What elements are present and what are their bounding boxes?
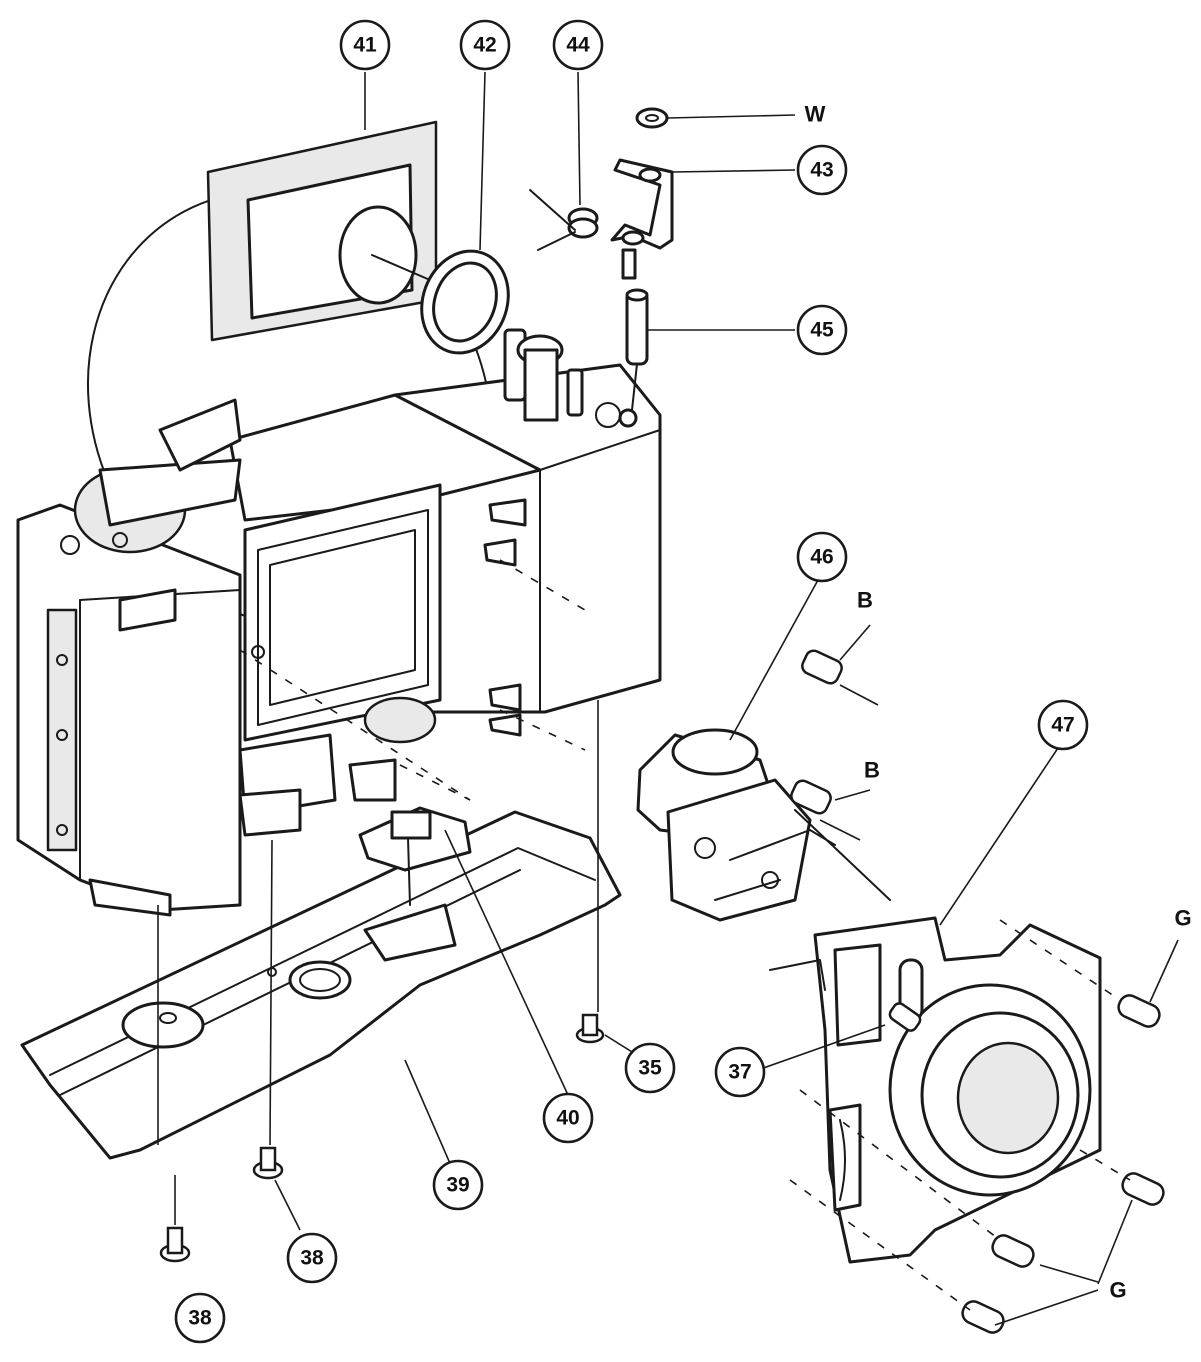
part-w-washer [635,107,669,129]
callout-47: 47 [1037,699,1089,751]
callout-44-label: 44 [566,34,590,57]
callout-43-label: 43 [810,159,833,182]
label-b-lower: B [864,758,880,783]
callout-38-middle: 38 [286,1232,338,1284]
callout-38-bottom-label: 38 [188,1307,212,1330]
label-g-lower: G [1109,1278,1126,1303]
part-47-lens-mount-plate [769,916,1102,1264]
callout-39-label: 39 [446,1174,469,1197]
callout-47-label: 47 [1051,714,1074,737]
callout-41: 41 [339,19,391,71]
callout-40: 40 [542,1092,594,1144]
part-42-ring [420,249,510,355]
callout-45-label: 45 [810,319,834,342]
callout-41-label: 41 [353,34,377,57]
part-43-bracket [610,158,674,280]
screws [159,649,1165,1334]
part-39-bottom-plate [20,810,622,1160]
part-40-latch [358,806,472,906]
callout-35-label: 35 [638,1057,662,1080]
callout-44: 44 [552,19,604,71]
label-g-upper: G [1174,906,1191,931]
callout-38-bottom: 38 [174,1292,226,1344]
part-41-focusing-screen [206,120,438,342]
callout-43: 43 [796,144,848,196]
callout-39: 39 [432,1159,484,1211]
callout-37: 37 [714,1046,766,1098]
callout-42-label: 42 [473,34,496,57]
callout-46-label: 46 [810,546,833,569]
callout-46: 46 [796,531,848,583]
callout-35: 35 [624,1042,676,1094]
callout-38-middle-label: 38 [300,1247,324,1270]
label-b-upper: B [857,588,873,613]
callout-45: 45 [796,304,848,356]
callout-37-label: 37 [728,1061,751,1084]
camera-body [16,190,662,917]
part-46-mechanism [636,728,891,922]
leader-lines [157,71,1179,1326]
part-44-spring [529,189,599,251]
part-45-pin [625,288,649,411]
label-w: W [805,102,826,127]
callout-42: 42 [459,19,511,71]
callout-40-label: 40 [556,1107,579,1130]
